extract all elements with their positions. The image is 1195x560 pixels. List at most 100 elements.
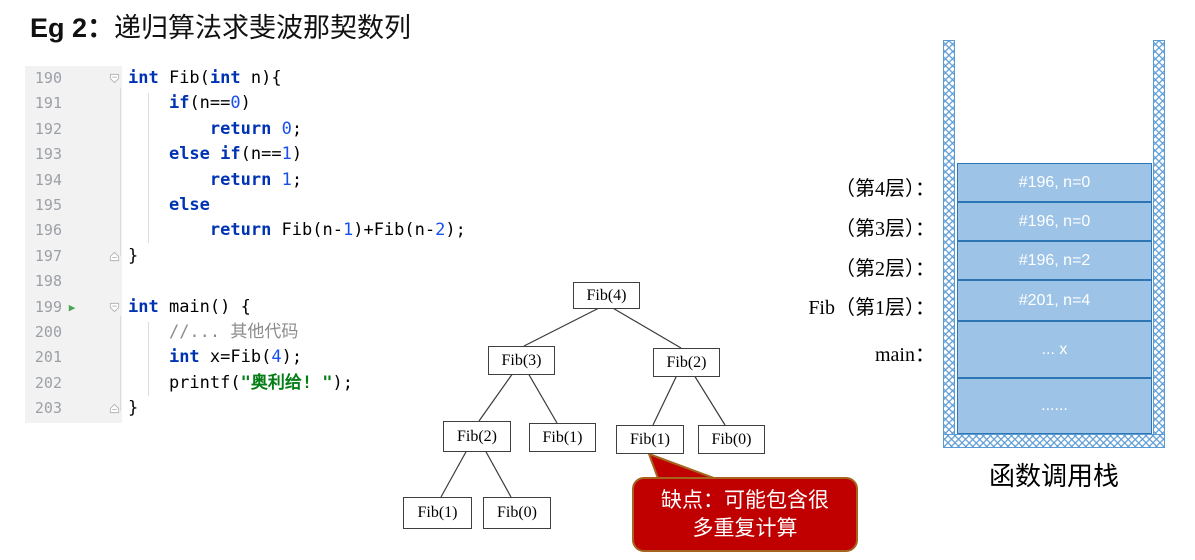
fold-close-icon[interactable]	[109, 403, 120, 414]
fold-open-icon[interactable]	[109, 302, 120, 313]
line-number: 195	[34, 195, 62, 214]
callout-bubble: 缺点：可能包含很 多重复计算	[632, 477, 858, 552]
line-number: 198	[34, 272, 62, 291]
gutter-run-slot	[62, 193, 82, 218]
gutter-fold-slot	[82, 193, 122, 218]
tree-node: Fib(1)	[529, 423, 596, 452]
stack-row-label: Fib（第1层）：	[808, 297, 935, 319]
gutter-fold-slot	[82, 371, 122, 396]
gutter-fold-slot	[82, 117, 122, 142]
code-text: return 0;	[209, 118, 303, 139]
gutter-run-slot	[62, 320, 82, 345]
gutter-fold-slot	[82, 218, 122, 243]
gutter-fold-slot	[82, 345, 122, 370]
stack-row-label: main：	[875, 344, 935, 366]
code-line: 198	[25, 269, 581, 294]
code-line: 199▶int main() {	[25, 295, 581, 320]
callout-line2: 多重复计算	[692, 516, 798, 540]
code-text: return 1;	[209, 169, 303, 190]
gutter-fold-slot	[82, 244, 122, 269]
tree-node: Fib(3)	[488, 346, 555, 375]
code-line: 203}	[25, 396, 581, 421]
gutter-fold-slot	[82, 66, 122, 91]
code-text: else	[168, 194, 210, 215]
code-line: 202 printf("奥利给! ");	[25, 371, 581, 396]
fold-open-icon[interactable]	[109, 73, 120, 84]
stack-wall-bottom	[943, 434, 1165, 448]
code-line: 192 return 0;	[25, 117, 581, 142]
gutter-run-slot	[62, 371, 82, 396]
gutter-fold-slot	[82, 295, 122, 320]
run-icon[interactable]: ▶	[68, 300, 76, 314]
code-line: 195 else	[25, 193, 581, 218]
line-number: 201	[34, 348, 62, 367]
code-line: 196 return Fib(n-1)+Fib(n-2);	[25, 218, 581, 243]
fold-range-line	[120, 316, 121, 411]
gutter-run-slot: ▶	[62, 295, 82, 320]
tree-node: Fib(4)	[573, 282, 640, 309]
gutter-run-slot	[62, 218, 82, 243]
gutter-run-slot	[62, 244, 82, 269]
line-number: 202	[34, 373, 62, 392]
tree-node: Fib(1)	[616, 425, 684, 454]
stack-frame: ......	[957, 378, 1152, 434]
stack-frame: #196, n=0	[957, 202, 1152, 241]
code-text: printf("奥利给! ");	[128, 372, 354, 393]
code-text: if(n==0)	[168, 93, 251, 114]
line-number: 190	[34, 69, 62, 87]
title-text: 递归算法求斐波那契数列	[114, 13, 412, 43]
line-number: 192	[34, 119, 62, 138]
code-line: 201 int x=Fib(4);	[25, 345, 581, 370]
gutter-fold-slot	[82, 142, 122, 167]
indent-guide	[148, 93, 149, 243]
line-number: 193	[34, 145, 62, 164]
line-number: 200	[34, 322, 62, 341]
stack-frame: #201, n=4	[957, 280, 1152, 321]
fold-range-line	[120, 88, 121, 256]
fold-close-icon[interactable]	[109, 251, 120, 262]
stack-wall-left	[943, 40, 955, 448]
code-text: return Fib(n-1)+Fib(n-2);	[209, 220, 466, 241]
gutter-fold-slot	[82, 396, 122, 421]
gutter-run-slot	[62, 142, 82, 167]
gutter-run-slot	[62, 117, 82, 142]
code-line: 191 if(n==0)	[25, 91, 581, 116]
tree-node: Fib(0)	[483, 497, 551, 529]
stack-caption: 函数调用栈	[988, 462, 1119, 491]
gutter-run-slot	[62, 91, 82, 116]
gutter-run-slot	[62, 269, 82, 294]
gutter-fold-slot	[82, 320, 122, 345]
stack-frame: ... x	[957, 321, 1152, 378]
page-title: Eg 2：递归算法求斐波那契数列	[30, 6, 411, 45]
stack-row-label: （第3层）：	[835, 218, 935, 240]
code-line: 193 else if(n==1)	[25, 142, 581, 167]
code-line: 200 //... 其他代码	[25, 320, 581, 345]
tree-node: Fib(1)	[403, 497, 472, 529]
code-line: 197}	[25, 244, 581, 269]
line-number: 199	[34, 297, 62, 316]
gutter-run-slot	[62, 345, 82, 370]
line-number: 196	[34, 221, 62, 240]
stack-row-label: （第4层）：	[835, 178, 935, 200]
line-number: 191	[34, 94, 62, 113]
code-text: int x=Fib(4);	[168, 347, 303, 368]
line-number: 197	[34, 246, 62, 265]
stack-frame: #196, n=2	[957, 241, 1152, 280]
line-number: 203	[34, 399, 62, 418]
code-text: //... 其他代码	[168, 321, 299, 342]
stack-wall-right	[1153, 40, 1165, 448]
tree-node: Fib(0)	[698, 425, 765, 454]
stack-row-label: （第2层）：	[835, 258, 935, 280]
code-text	[122, 269, 581, 294]
tree-node: Fib(2)	[443, 421, 511, 452]
gutter-run-slot	[62, 396, 82, 421]
gutter-fold-slot	[82, 91, 122, 116]
callout-line1: 缺点：可能包含很	[661, 488, 829, 512]
code-line: 194 return 1;	[25, 168, 581, 193]
gutter-fold-slot	[82, 269, 122, 294]
stack-frame: #196, n=0	[957, 163, 1152, 202]
tree-node: Fib(2)	[653, 348, 720, 377]
